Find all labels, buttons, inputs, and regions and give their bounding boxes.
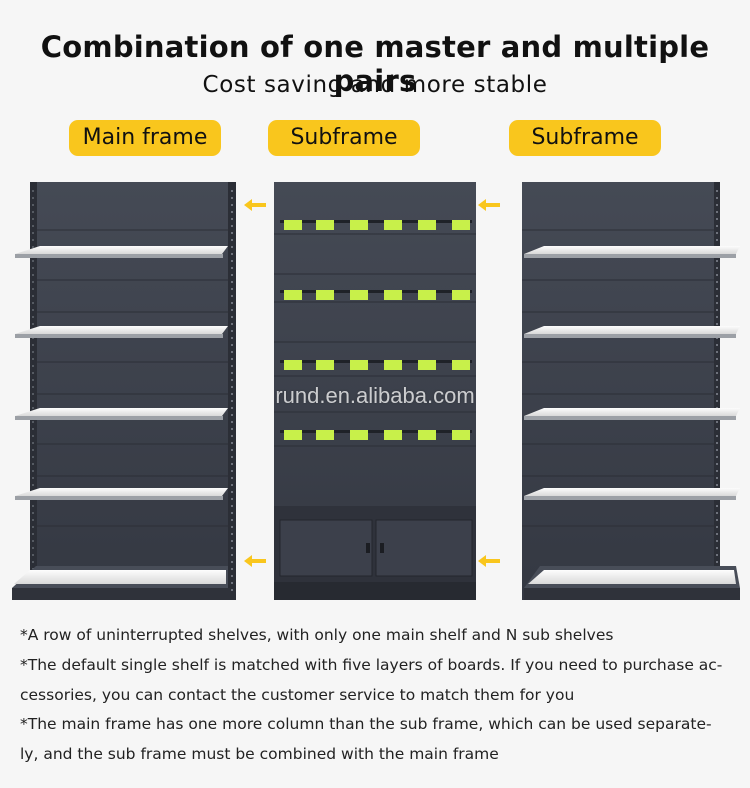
base-cabinet bbox=[274, 506, 476, 600]
main-frame-label: Main frame bbox=[69, 120, 221, 156]
page-subtitle: Cost saving and more stable bbox=[202, 72, 548, 98]
note-line: *The main frame has one more column than… bbox=[20, 715, 712, 734]
hook-rail bbox=[280, 220, 472, 440]
note-line: *A row of uninterrupted shelves, with on… bbox=[20, 626, 614, 644]
subframe-pegboard bbox=[274, 182, 476, 600]
watermark: rund.en.alibaba.com bbox=[275, 383, 475, 408]
note-line: cessories, you can contact the customer … bbox=[20, 685, 575, 704]
arrow-icon bbox=[244, 199, 500, 567]
main-frame-shelf bbox=[12, 182, 236, 600]
subframe-shelf bbox=[522, 182, 740, 600]
subframe-boards bbox=[524, 246, 740, 600]
notes: *A row of uninterrupted shelves, with on… bbox=[20, 621, 732, 770]
subframe-label-1: Subframe bbox=[268, 120, 420, 156]
page-title: Combination of one master and multiple p… bbox=[40, 30, 710, 98]
note-line: ly, and the sub frame must be combined w… bbox=[20, 745, 499, 764]
main-frame-boards bbox=[12, 246, 230, 600]
shelving-illustration bbox=[12, 182, 740, 600]
main-frame-upright bbox=[228, 182, 236, 600]
note-line: *The default single shelf is matched wit… bbox=[20, 655, 723, 674]
subframe-label-2: Subframe bbox=[509, 120, 661, 156]
